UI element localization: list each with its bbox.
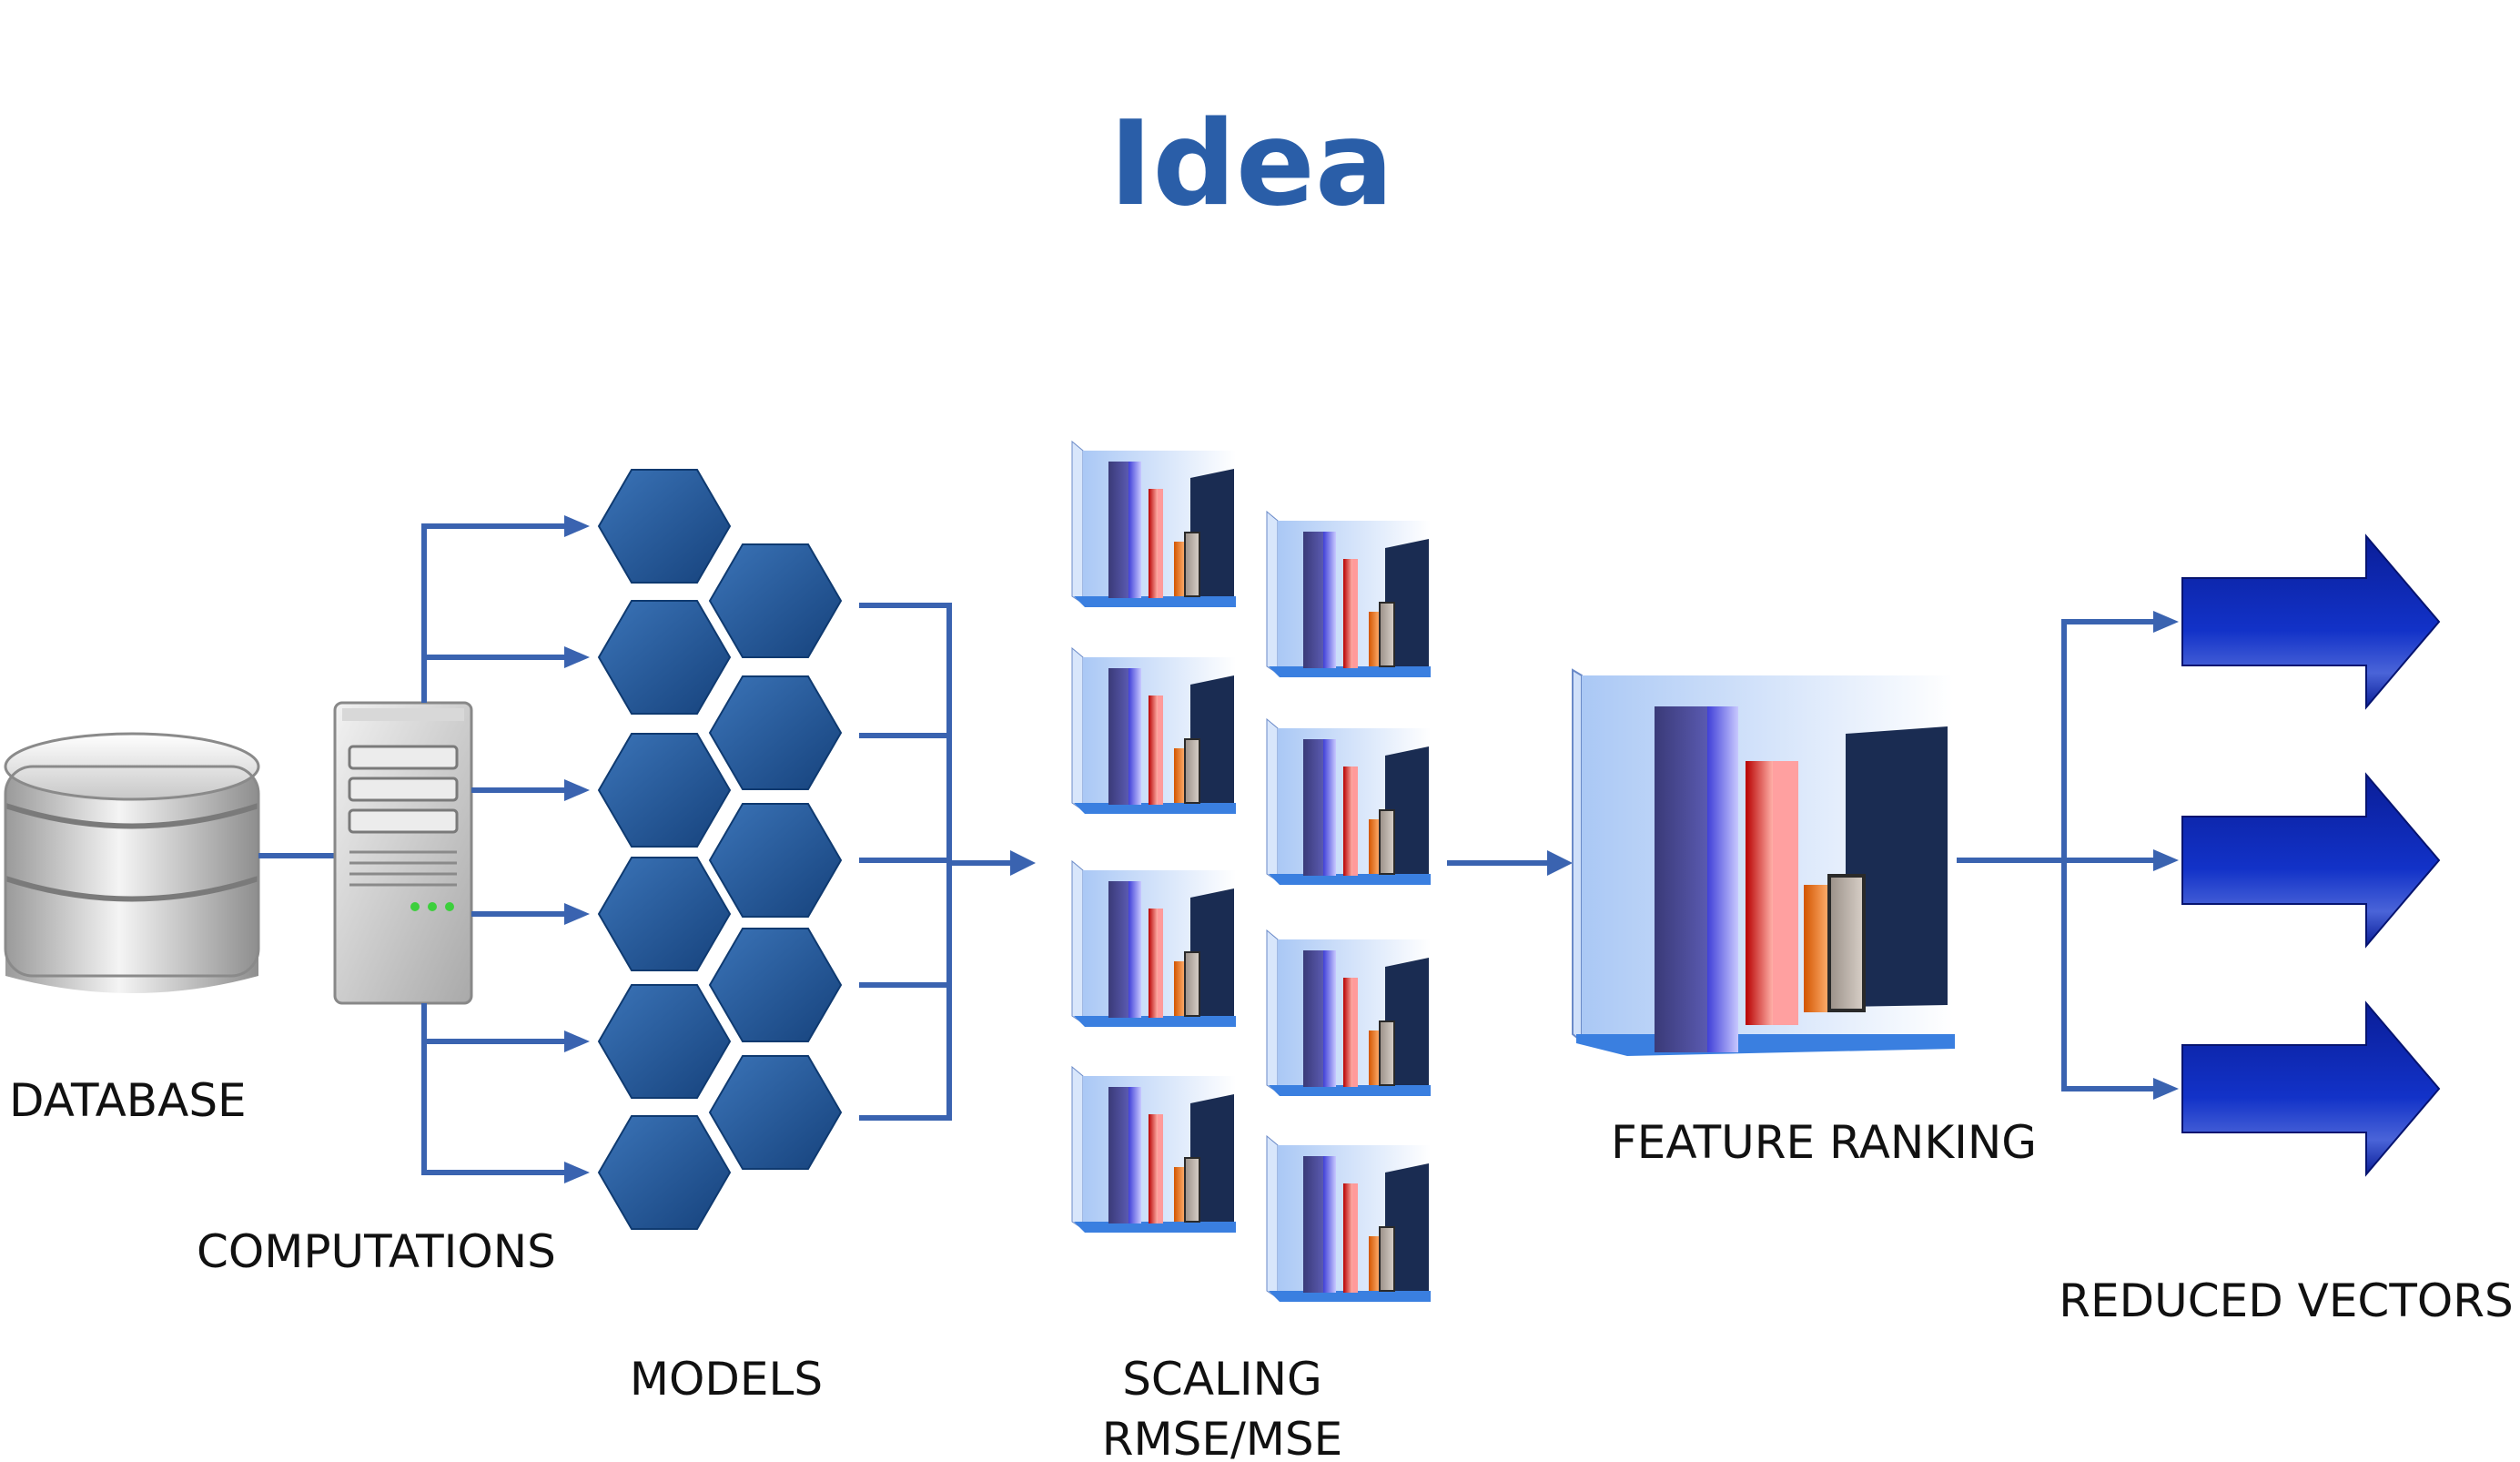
ranking-to-outputs-connectors <box>1957 619 2157 1091</box>
models-label: MODELS <box>630 1353 823 1406</box>
feature-ranking-label: FEATURE RANKING <box>1611 1116 2037 1169</box>
reduced-vectors-group <box>2181 533 2441 1177</box>
feature-ranking-chart-icon <box>1572 668 1955 1056</box>
hexagon-icon <box>597 469 732 584</box>
computations-label: COMPUTATIONS <box>197 1225 556 1278</box>
page-title: Idea <box>1109 96 1393 232</box>
bar-chart-icon <box>1266 929 1432 1097</box>
bar-chart-icon <box>1071 860 1237 1028</box>
hexagon-icon <box>708 803 843 918</box>
hexagon-icon <box>597 1115 732 1230</box>
hexagon-icon <box>708 1055 843 1170</box>
arrow-right-icon <box>2181 772 2441 949</box>
scaling-label: SCALING <box>1122 1353 1322 1406</box>
arrow-right-icon <box>2181 533 2441 710</box>
scaling-metric-label: RMSE/MSE <box>1102 1413 1343 1462</box>
bar-chart-icon <box>1266 1135 1432 1303</box>
hexagon-icon <box>597 600 732 715</box>
bar-chart-icon <box>1071 1066 1237 1234</box>
server-icon <box>333 701 473 1005</box>
scaling-to-ranking-arrowhead <box>1547 850 1573 876</box>
hexagon-icon <box>708 675 843 790</box>
hexagon-icon <box>597 733 732 848</box>
hexagon-icon <box>597 984 732 1099</box>
reduced-vectors-label: REDUCED VECTORS <box>2059 1274 2513 1327</box>
models-group <box>597 469 843 1230</box>
database-icon <box>4 732 260 993</box>
ranking-to-outputs-arrowheads <box>2153 611 2179 1100</box>
arrow-right-icon <box>2181 1000 2441 1177</box>
server-to-models-connectors <box>421 523 564 1175</box>
server-to-models-arrowheads <box>564 515 590 1183</box>
hexagon-icon <box>708 928 843 1042</box>
bar-chart-icon <box>1266 511 1432 678</box>
models-to-scaling-connectors <box>859 603 1010 1121</box>
scaling-charts <box>1071 441 1432 1303</box>
hexagon-icon <box>708 543 843 658</box>
hexagon-icon <box>597 857 732 971</box>
database-label: DATABASE <box>9 1074 247 1127</box>
models-to-scaling-arrowhead <box>1010 850 1036 876</box>
bar-chart-icon <box>1071 441 1237 608</box>
bar-chart-icon <box>1266 718 1432 886</box>
bar-chart-icon <box>1071 647 1237 815</box>
